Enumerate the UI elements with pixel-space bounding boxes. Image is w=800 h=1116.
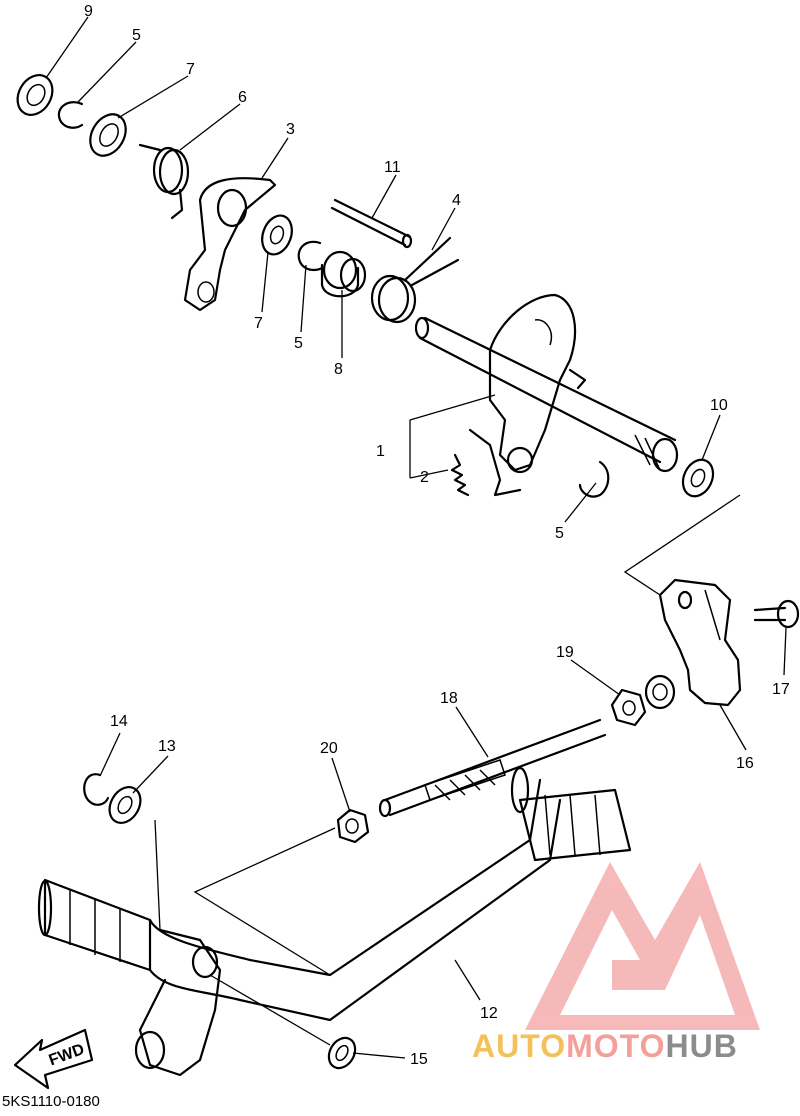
shift-pedal-part-12 bbox=[37, 766, 632, 1077]
circlip-part-5-lower bbox=[578, 460, 610, 498]
collar-part-8 bbox=[320, 250, 367, 298]
label-part-9: 9 bbox=[84, 3, 93, 20]
label-part-15: 15 bbox=[410, 1051, 428, 1068]
spring-part-2 bbox=[450, 453, 470, 497]
label-part-10: 10 bbox=[710, 397, 728, 414]
label-part-12: 12 bbox=[480, 1005, 498, 1022]
label-part-7-top: 7 bbox=[186, 61, 195, 78]
part-labels: 9 5 7 6 3 11 4 7 5 8 1 2 10 5 19 17 18 1… bbox=[84, 3, 790, 1068]
tie-rod-part-18 bbox=[378, 718, 607, 818]
label-part-14: 14 bbox=[110, 713, 128, 730]
brand-hub: HUB bbox=[665, 1028, 738, 1064]
nut-part-19 bbox=[610, 688, 647, 727]
label-part-11: 11 bbox=[384, 159, 401, 176]
label-part-5-top: 5 bbox=[132, 27, 141, 44]
lever-part-3 bbox=[183, 177, 277, 312]
circlip-part-14 bbox=[83, 773, 110, 806]
washer-part-13 bbox=[108, 786, 142, 824]
brand-wordmark: AUTOMOTOHUB bbox=[472, 1028, 738, 1065]
circlip-part-5-middle bbox=[297, 240, 324, 272]
washer-part-7-top bbox=[89, 113, 127, 157]
label-part-5-middle: 5 bbox=[294, 335, 303, 352]
spring-part-4 bbox=[370, 236, 460, 324]
label-part-16: 16 bbox=[736, 755, 754, 772]
brand-moto: MOTO bbox=[566, 1028, 666, 1064]
assembly-guide-lines bbox=[154, 494, 741, 1046]
label-part-13: 13 bbox=[158, 738, 176, 755]
label-part-17: 17 bbox=[772, 681, 790, 698]
label-part-3: 3 bbox=[286, 121, 295, 138]
washer-part-9 bbox=[16, 74, 54, 116]
shift-arm-part-16 bbox=[644, 578, 742, 710]
label-part-1: 1 bbox=[376, 443, 385, 460]
washer-part-7-middle bbox=[261, 214, 293, 256]
label-part-6: 6 bbox=[238, 89, 247, 106]
washer-part-15 bbox=[327, 1036, 357, 1070]
label-part-2: 2 bbox=[420, 469, 429, 486]
shift-shaft-part-1 bbox=[414, 293, 679, 497]
circlip-part-5-top bbox=[57, 101, 84, 129]
nut-part-20 bbox=[336, 808, 370, 844]
leader-lines bbox=[45, 16, 787, 1059]
spring-part-6 bbox=[138, 143, 190, 220]
watermark-logo bbox=[525, 862, 760, 1030]
bolt-part-17 bbox=[753, 599, 800, 629]
label-part-7-middle: 7 bbox=[254, 315, 263, 332]
brand-auto: AUTO bbox=[472, 1028, 567, 1064]
label-part-18: 18 bbox=[440, 690, 458, 707]
pin-part-11 bbox=[330, 198, 413, 249]
label-part-8: 8 bbox=[334, 361, 343, 378]
drawing-code: 5KS1110-0180 bbox=[2, 1093, 100, 1110]
label-part-5-lower: 5 bbox=[555, 525, 564, 542]
label-part-20: 20 bbox=[320, 740, 338, 757]
forward-direction-arrow: FWD bbox=[13, 1028, 94, 1090]
label-part-19: 19 bbox=[556, 644, 574, 661]
washer-part-10 bbox=[681, 458, 715, 498]
label-part-4: 4 bbox=[452, 192, 461, 209]
